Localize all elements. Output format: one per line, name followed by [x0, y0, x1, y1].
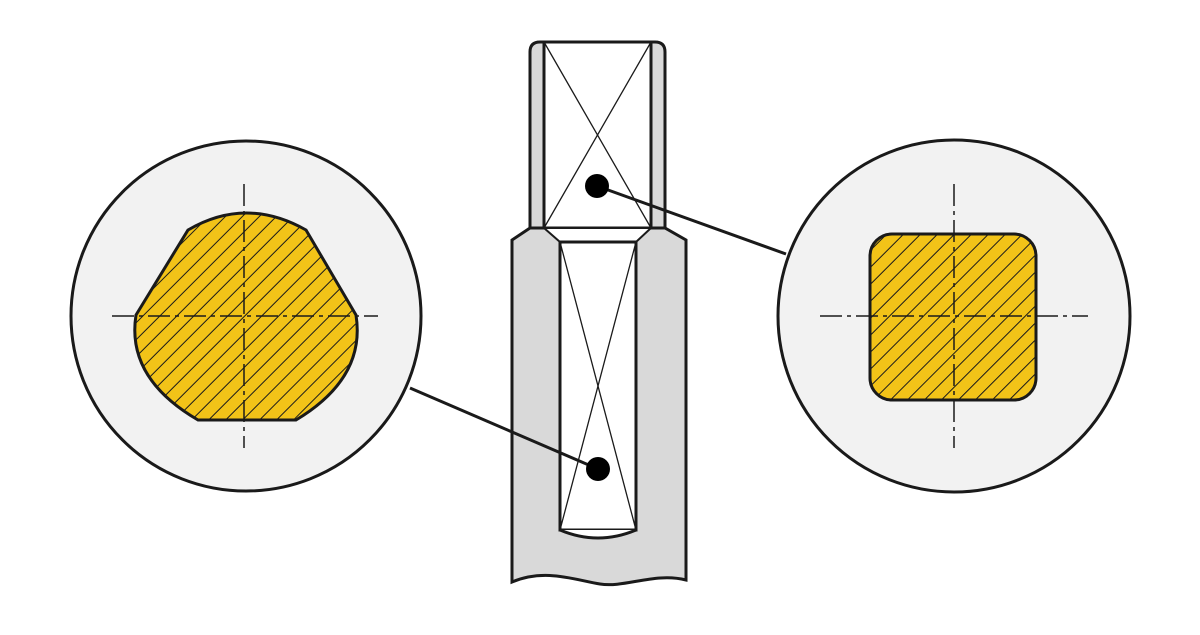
- square-section-shape: [868, 232, 1038, 402]
- lower-leader-line: [409, 386, 599, 471]
- hex-section-shape: [133, 211, 359, 422]
- bore-chamfer: [541, 227, 654, 243]
- upper-leader-line: [596, 184, 787, 256]
- leaders: [409, 174, 787, 481]
- hex-zone-cross-b: [559, 241, 637, 531]
- square-zone-cross-b: [543, 41, 652, 229]
- right-detail: [776, 138, 1132, 494]
- shaft: [510, 40, 688, 587]
- left-detail: [69, 139, 423, 493]
- lower-marker-dot: [586, 457, 610, 481]
- upper-marker-dot: [585, 174, 609, 198]
- bore-bottom: [559, 528, 637, 540]
